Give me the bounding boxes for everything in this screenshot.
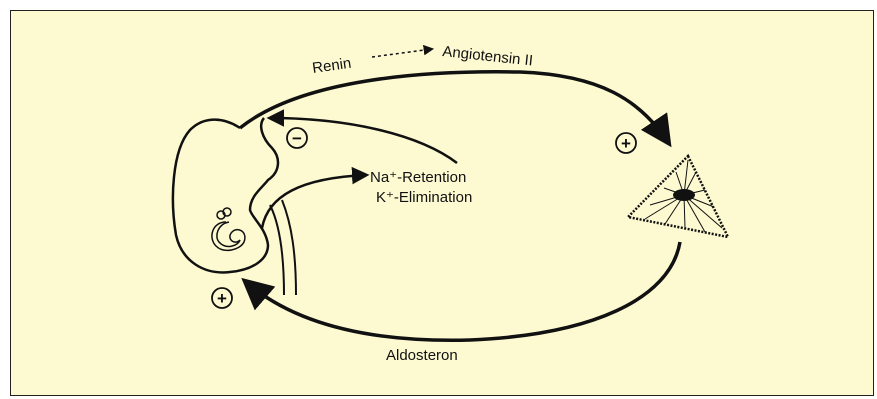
renin-label: Renin — [311, 55, 352, 77]
k-elimination-label: K⁺-Elimination — [376, 189, 472, 206]
na-retention-label: Na⁺-Retention — [370, 169, 466, 186]
angiotensin-label: Angiotensin II — [442, 43, 534, 69]
renin-dotted-arrow — [372, 49, 432, 57]
svg-text:+: + — [217, 289, 227, 308]
adrenal-gland-shape — [628, 156, 728, 237]
ureter-shape — [270, 200, 296, 295]
svg-text:−: − — [292, 129, 302, 148]
aldosteron-arrow — [246, 242, 680, 340]
aldosteron-label: Aldosteron — [386, 347, 458, 364]
na-retention-arrow — [262, 175, 366, 228]
plus-kidney-symbol: + — [212, 288, 232, 308]
nephron-icon — [212, 208, 245, 250]
plus-adrenal-symbol: + — [616, 133, 636, 153]
svg-text:+: + — [621, 134, 631, 153]
kidney-shape — [173, 118, 278, 272]
minus-kidney-symbol: − — [287, 128, 307, 148]
